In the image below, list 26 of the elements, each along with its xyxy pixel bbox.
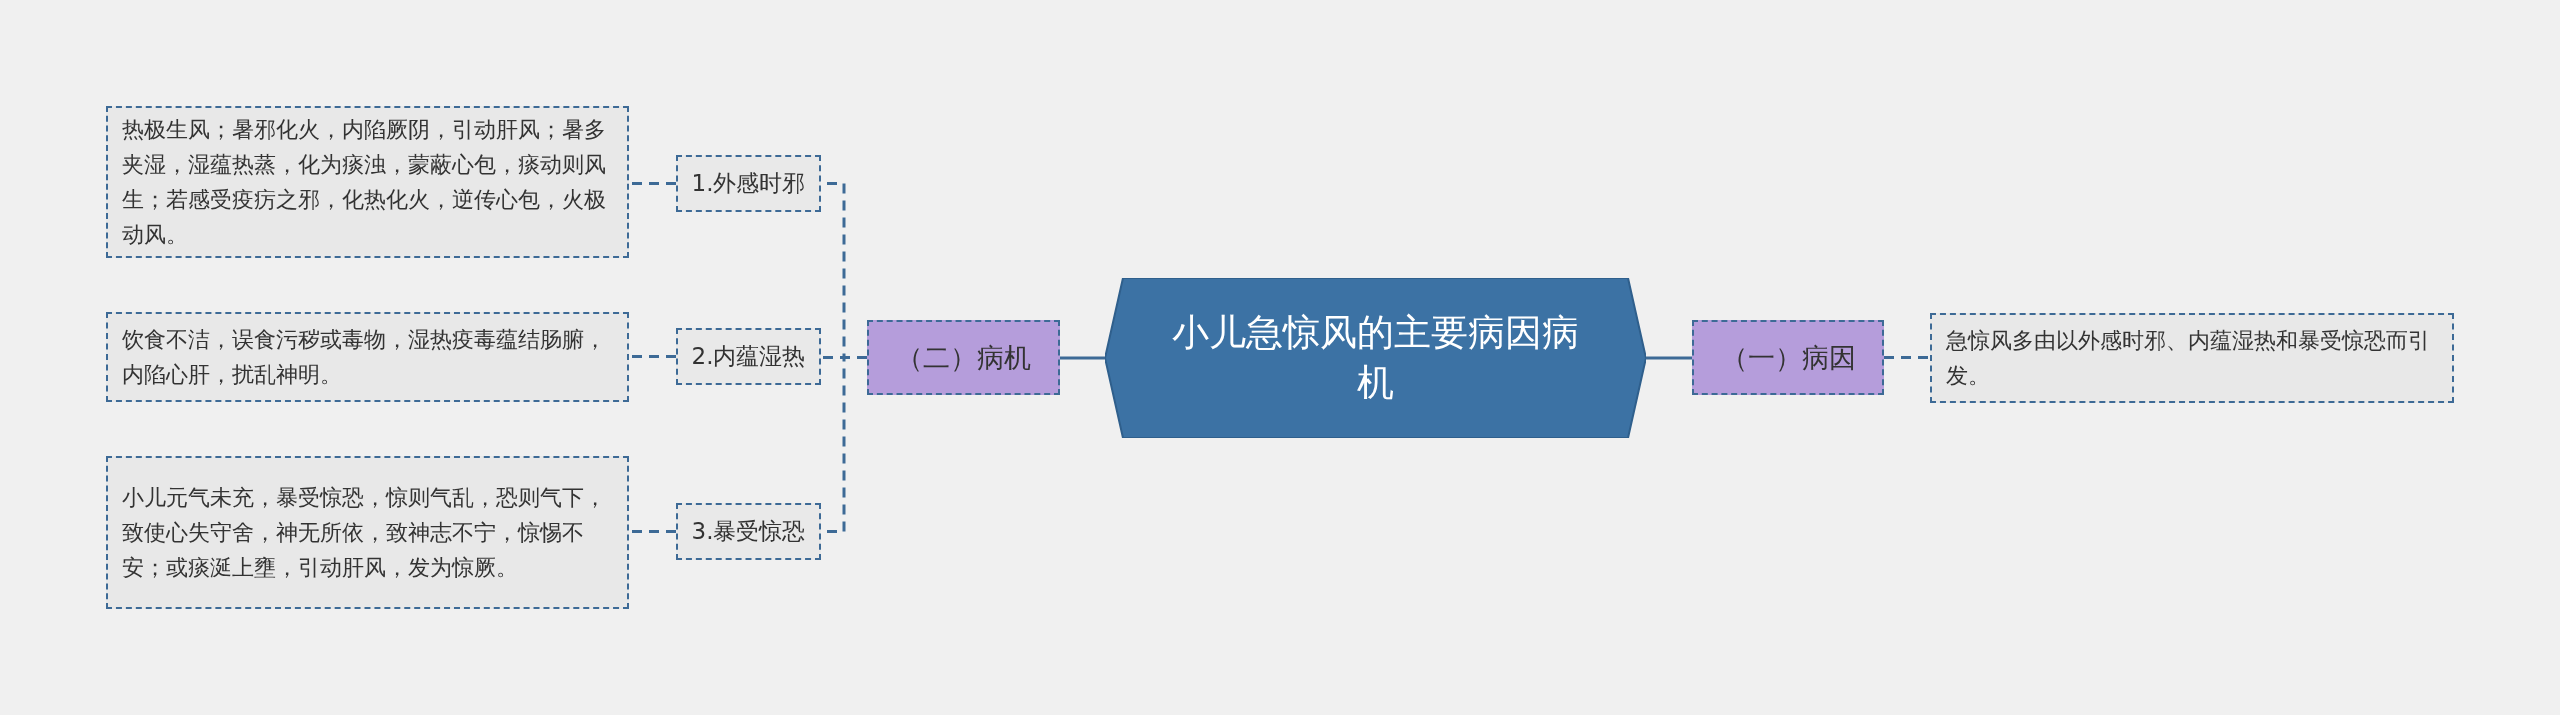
topic-text: 1.外感时邪: [691, 169, 806, 198]
central-topic-hexagon: [1105, 278, 1646, 438]
connector-line: [1060, 356, 1105, 360]
connector-line: [1646, 356, 1692, 360]
topic-text: 小儿元气未充，暴受惊恐，惊则气乱，恐则气下，致使心失守舍，神无所依，致神志不宁，惊惕不安；或痰涎上壅，引动肝风，发为惊厥。: [122, 483, 607, 583]
branch-topic: [1692, 320, 1884, 395]
subtopic: [676, 503, 821, 560]
topic-text: 饮食不洁，误食污秽或毒物，湿热疫毒蕴结肠腑，内陷心肝，扰乱神明。: [122, 325, 607, 389]
topic-text: 热极生风；暑邪化火，内陷厥阴，引动肝风；暑多夹湿，湿蕴热蒸，化为痰浊，蒙蔽心包，痰动则风生；若感受疫疠之邪，化热化火，逆传心包，火极动风。: [122, 115, 607, 250]
topic-text: 2.内蕴湿热: [691, 342, 806, 371]
subtopic: [676, 155, 821, 212]
connector-line: [629, 355, 676, 358]
note-box: [106, 106, 629, 258]
connector-line: [629, 530, 676, 533]
topic-text: 急惊风多由以外感时邪、内蕴湿热和暴受惊恐而引发。: [1946, 326, 2431, 390]
topic-text: 3.暴受惊恐: [691, 517, 806, 546]
note-box: [106, 312, 629, 402]
topic-text: （二）病机: [896, 340, 1031, 375]
note-box: [1930, 313, 2454, 403]
topic-text: 小儿急惊风的主要病因病机: [1171, 310, 1580, 406]
note-box: [106, 456, 629, 609]
subtopic: [676, 328, 821, 385]
branch-topic: [867, 320, 1060, 395]
topic-text: （一）病因: [1720, 340, 1856, 375]
connector-line: [629, 182, 676, 185]
connector-line: [1884, 356, 1930, 359]
